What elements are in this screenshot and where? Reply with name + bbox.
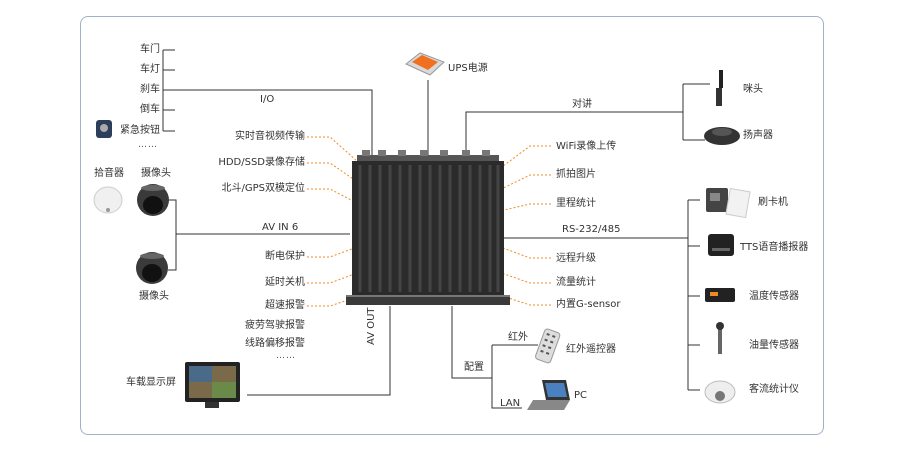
mic-label: 咪头 [743, 84, 763, 95]
feature-remote-upgrade: 远程升级 [556, 253, 596, 264]
speaker-label: 扬声器 [743, 130, 773, 141]
panic-button-device [96, 120, 112, 138]
feature-gps: 北斗/GPS双模定位 [221, 183, 306, 194]
tts-device [708, 234, 734, 256]
io-input-reverse: 倒车 [140, 104, 160, 115]
feature-power-protect: 断电保护 [265, 251, 305, 262]
card-reader-device [706, 187, 751, 219]
temperature-sensor-device [705, 288, 735, 302]
intercom-label: 对讲 [572, 99, 592, 110]
speaker-device [704, 127, 740, 145]
lan-label: LAN [500, 398, 521, 409]
rs-bus-label: RS-232/485 [562, 224, 621, 235]
device-fuel-label: 油量传感器 [749, 340, 799, 351]
config-label: 配置 [464, 362, 484, 373]
feature-traffic-stats: 流量统计 [556, 277, 596, 288]
passenger-counter-device [704, 380, 736, 404]
laptop-pc-device [527, 380, 570, 410]
camera-top-label: 摄像头 [141, 168, 171, 179]
feature-delay-shutdown: 延时关机 [265, 277, 305, 288]
io-more-dots: …… [138, 140, 158, 150]
io-input-lights: 车灯 [140, 64, 160, 75]
feature-wifi-upload: WiFi录像上传 [556, 141, 617, 152]
infrared-label: 红外 [508, 332, 528, 343]
feature-realtime-av: 实时音视频传输 [235, 131, 305, 142]
av-out-label: AV OUT [366, 307, 377, 345]
mdvr-unit [346, 150, 510, 305]
device-passenger-label: 客流统计仪 [749, 384, 799, 395]
ir-remote-device [535, 328, 561, 364]
ir-remote-label: 红外遥控器 [566, 344, 616, 355]
display-label: 车载显示屏 [126, 377, 176, 388]
io-input-door: 车门 [140, 44, 160, 55]
device-card-reader-label: 刷卡机 [758, 197, 788, 208]
feature-mileage: 里程统计 [556, 198, 596, 209]
feature-speed-alarm: 超速报警 [265, 300, 305, 311]
io-input-emergency: 紧急按钮 [120, 125, 160, 136]
io-wires [162, 49, 710, 409]
device-tts-label: TTS语音播报器 [740, 242, 809, 253]
io-input-brake: 刹车 [140, 84, 160, 95]
dome-camera-top [137, 184, 169, 216]
alarm-more-dots: …… [276, 351, 296, 361]
feature-snapshot: 抓拍图片 [556, 169, 596, 180]
feature-hdd-storage: HDD/SSD录像存储 [218, 157, 305, 168]
io-label: I/O [260, 94, 275, 105]
fuel-sensor-device [716, 322, 724, 354]
alarm-fatigue: 疲劳驾驶报警 [245, 320, 305, 331]
feature-g-sensor: 内置G-sensor [556, 299, 621, 310]
av-in-label: AV IN 6 [262, 222, 299, 233]
pc-label: PC [574, 390, 588, 401]
diagram-frame [80, 16, 824, 435]
mic-device [716, 70, 723, 106]
audio-pickup-label: 拾音器 [94, 168, 124, 179]
audio-pickup-device [93, 186, 123, 214]
alarm-route: 线路偏移报警 [245, 338, 305, 349]
ups-device [405, 52, 445, 76]
camera-bottom-label: 摄像头 [139, 291, 169, 302]
device-temperature-label: 温度传感器 [749, 291, 799, 302]
vehicle-display-device [185, 362, 240, 408]
ups-label: UPS电源 [448, 63, 488, 74]
dome-camera-bottom [136, 252, 168, 284]
